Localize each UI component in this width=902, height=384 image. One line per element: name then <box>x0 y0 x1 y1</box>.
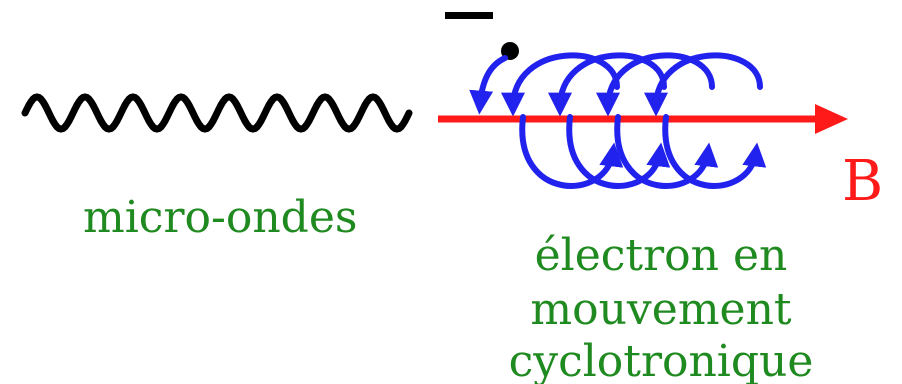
helix-back-arcs <box>480 55 760 107</box>
helix-start-arc <box>480 58 505 105</box>
field-label: B <box>842 149 883 214</box>
field-arrow <box>438 104 848 134</box>
electron-label-line3: cyclotronique <box>509 336 814 384</box>
minus-sign-icon <box>445 12 493 19</box>
electron-label-line2: mouvement <box>530 284 792 335</box>
microwaves-label: micro-ondes <box>83 192 357 243</box>
microwave-wave <box>25 97 409 129</box>
helix-front-arcs <box>522 117 756 186</box>
helix-back-arc-4 <box>656 55 760 107</box>
electron-label-line1: électron en <box>535 230 788 281</box>
